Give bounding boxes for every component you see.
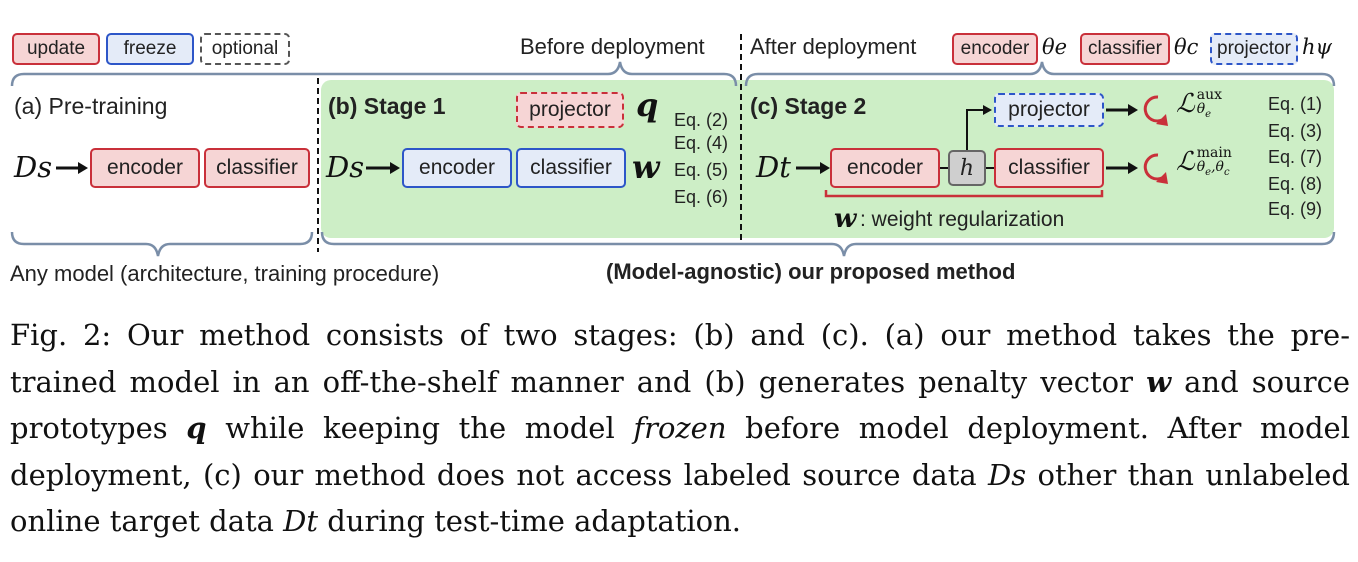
legend-optional: optional (200, 33, 290, 65)
brace-any-model (10, 231, 314, 257)
before-deployment-label: Before deployment (520, 34, 705, 59)
connector-layer (10, 34, 1336, 257)
panel-a-classifier: classifier (204, 148, 310, 188)
legend-update: update (12, 33, 100, 65)
brace-before (10, 61, 738, 87)
panel-c-eq-5: Eq. (9) (1268, 199, 1323, 219)
panel-b-projector: projector (516, 92, 624, 128)
panel-b-title: (b) Stage 1 (328, 93, 446, 119)
panel-b-eq-4: Eq. (6) (674, 187, 729, 207)
update-cycle-icon-aux (1143, 95, 1163, 123)
panel-b-eq-2: Eq. (4) (674, 133, 729, 153)
panel-c-encoder: encoder (830, 148, 940, 188)
brace-method (320, 231, 1336, 257)
panel-b-input: Ds (326, 150, 365, 184)
weight-reg-symbol: w (834, 204, 857, 234)
legend-freeze: freeze (106, 33, 194, 65)
panel-b-classifier: classifier (516, 148, 626, 188)
caption-w: w (1146, 364, 1172, 399)
caption-part-2: and source prototypes (10, 364, 1350, 446)
panel-c-input: Dt (756, 150, 791, 184)
caption-part-5: other than unlabeled online target data (10, 457, 1350, 539)
weight-reg-label: : weight regularization (860, 208, 1065, 231)
caption-part-3: while keeping the model (206, 411, 634, 445)
panel-b-eq-3: Eq. (5) (674, 160, 729, 180)
method-label: (Model-agnostic) our proposed method (606, 259, 1016, 284)
figure-caption: Fig. 2: Our method consists of two stage… (10, 312, 1350, 545)
legend-projector-param: hψ (1302, 35, 1332, 59)
caption-dt: Dt (283, 504, 319, 538)
w-symbol: w (632, 148, 660, 186)
panel-b-encoder: encoder (402, 148, 512, 188)
update-cycle-icon-main (1143, 153, 1163, 181)
legend-classifier-param: θc (1174, 35, 1199, 59)
panel-c-classifier: classifier (994, 148, 1104, 188)
caption-frozen: frozen (633, 411, 727, 445)
panel-c-projector: projector (994, 93, 1104, 127)
panel-b-eq-1: Eq. (2) (674, 110, 729, 130)
legend-encoder-param: θe (1042, 35, 1068, 59)
after-deployment-label: After deployment (750, 34, 917, 59)
panel-c-eq-2: Eq. (3) (1268, 121, 1323, 141)
panel-c-title: (c) Stage 2 (750, 93, 867, 119)
legend-projector: projector (1210, 33, 1298, 65)
legend-classifier: classifier (1080, 33, 1170, 65)
panel-c-eq-1: Eq. (1) (1268, 94, 1323, 114)
panel-a-input: Ds (14, 150, 53, 184)
brace-after (744, 61, 1336, 87)
panel-a-encoder: encoder (90, 148, 200, 188)
weight-reg-brace (824, 190, 1104, 198)
any-model-label: Any model (architecture, training proced… (10, 261, 440, 286)
caption-part-1: Fig. 2: Our method consists of two stage… (10, 318, 1350, 399)
panel-a-title: (a) Pre-training (14, 93, 168, 119)
caption-q: q (186, 411, 207, 445)
q-symbol: q (636, 86, 659, 124)
caption-ds: Ds (988, 457, 1027, 492)
legend-encoder: encoder (952, 33, 1038, 65)
h-feature: h (948, 150, 986, 186)
caption-part-6: during test-time adaptation. (318, 504, 742, 538)
panel-c-eq-3: Eq. (7) (1268, 147, 1323, 167)
caption-part-4: before model deployment. After model dep… (10, 411, 1350, 492)
panel-c-eq-4: Eq. (8) (1268, 174, 1323, 194)
